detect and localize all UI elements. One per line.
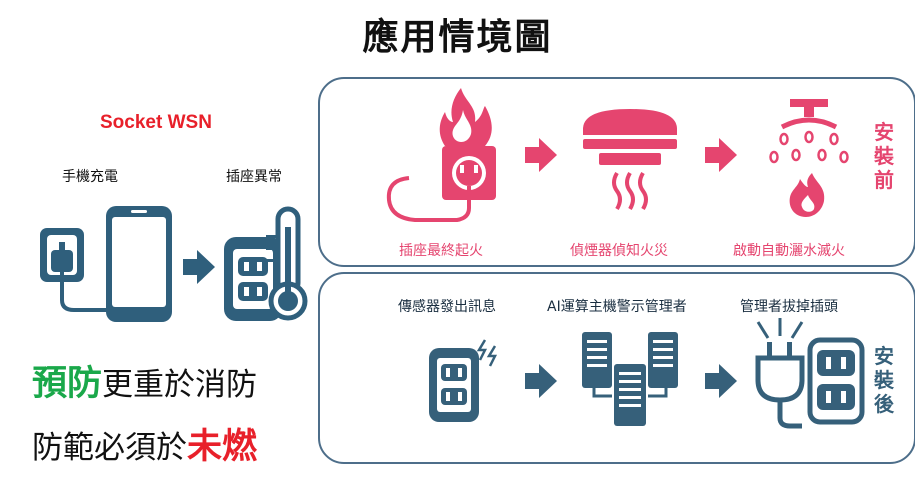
arrow-right-icon [705,364,737,398]
side-char: 安 [874,344,894,368]
slogan-prevent: 預防 [32,364,103,404]
after-install-label: 安 裝 後 [872,344,896,416]
side-char: 裝 [874,144,894,168]
socket-fire-icon [386,88,496,222]
side-char: 前 [874,168,894,192]
side-char: 後 [874,392,894,416]
arrow-right-icon [183,250,215,284]
slogan-line2-start: 防範必須於 [32,430,187,466]
phone-charging-icon [40,206,172,322]
socket-abnormal-label: 插座異常 [226,169,282,185]
smoke-detector-icon [583,109,677,211]
slogan-line1-rest: 更重於消防 [102,367,258,403]
arrow-right-icon [705,138,737,172]
step-sprinkler: 啟動自動灑水滅火 [733,243,845,259]
sprinkler-icon [769,99,849,217]
unplug-socket-icon [755,318,865,429]
before-install-panel [318,77,915,267]
slogan-line-1: 預防更重於消防 [32,355,257,406]
slogan-line-2: 防範必須於未燃 [32,418,257,469]
sensor-socket-icon [429,339,498,422]
step-sensor-message: 傳感器發出訊息 [398,299,496,315]
side-char: 裝 [874,368,894,392]
phone-charging-label: 手機充電 [62,169,118,185]
before-install-label: 安 裝 前 [872,120,896,192]
step-smoke-detected: 偵煙器偵知火災 [570,243,668,259]
page-title: 應用情境圖 [362,17,553,58]
arrow-right-icon [525,138,557,172]
slogan-unburnt: 未燃 [187,427,258,467]
ai-server-icon [582,332,678,426]
socket-thermometer-icon [224,206,308,321]
side-char: 安 [874,120,894,144]
arrow-right-icon [525,364,557,398]
socket-wsn-heading: Socket WSN [100,112,212,133]
step-unplug: 管理者拔掉插頭 [740,299,838,315]
step-ai-alert: AI運算主機警示管理者 [547,299,687,315]
step-socket-fire: 插座最終起火 [399,243,483,259]
